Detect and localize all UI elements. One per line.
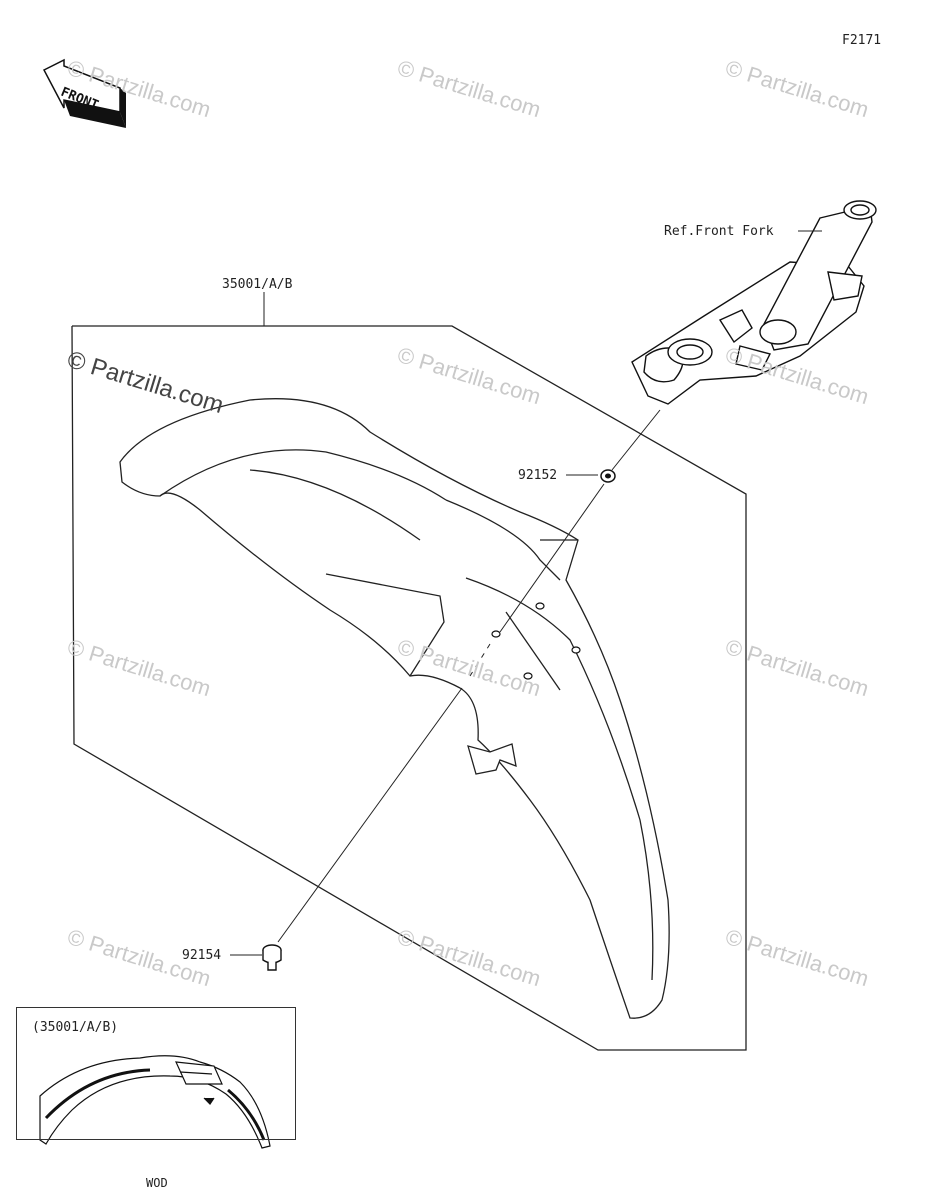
fender-mount-holes (491, 602, 581, 680)
washer-92152-part (600, 469, 616, 483)
washer-alignment-line-lower (499, 483, 605, 633)
fender-assembly-part-number[interactable]: 35001/A/B (222, 277, 293, 292)
front-fender-illustration (119, 398, 670, 1019)
ref-front-fork-label[interactable]: Ref.Front Fork (664, 224, 774, 239)
inset-variant-label: WOD (146, 1176, 168, 1190)
bolt-part-number[interactable]: 92154 (182, 948, 222, 963)
variant-inset-box (16, 1007, 296, 1140)
inset-fender-illustration (39, 1055, 271, 1149)
washer-part-number[interactable]: 92152 (518, 468, 558, 483)
front-fork-illustration (631, 200, 877, 405)
assembly-outline (71, 325, 747, 1051)
inset-part-label[interactable]: (35001/A/B) (32, 1020, 119, 1035)
bolt-alignment-line (277, 687, 463, 943)
bolt-92154-part (262, 944, 282, 971)
diagram-code: F2171 (842, 33, 882, 48)
washer-alignment-line-upper (611, 409, 661, 471)
